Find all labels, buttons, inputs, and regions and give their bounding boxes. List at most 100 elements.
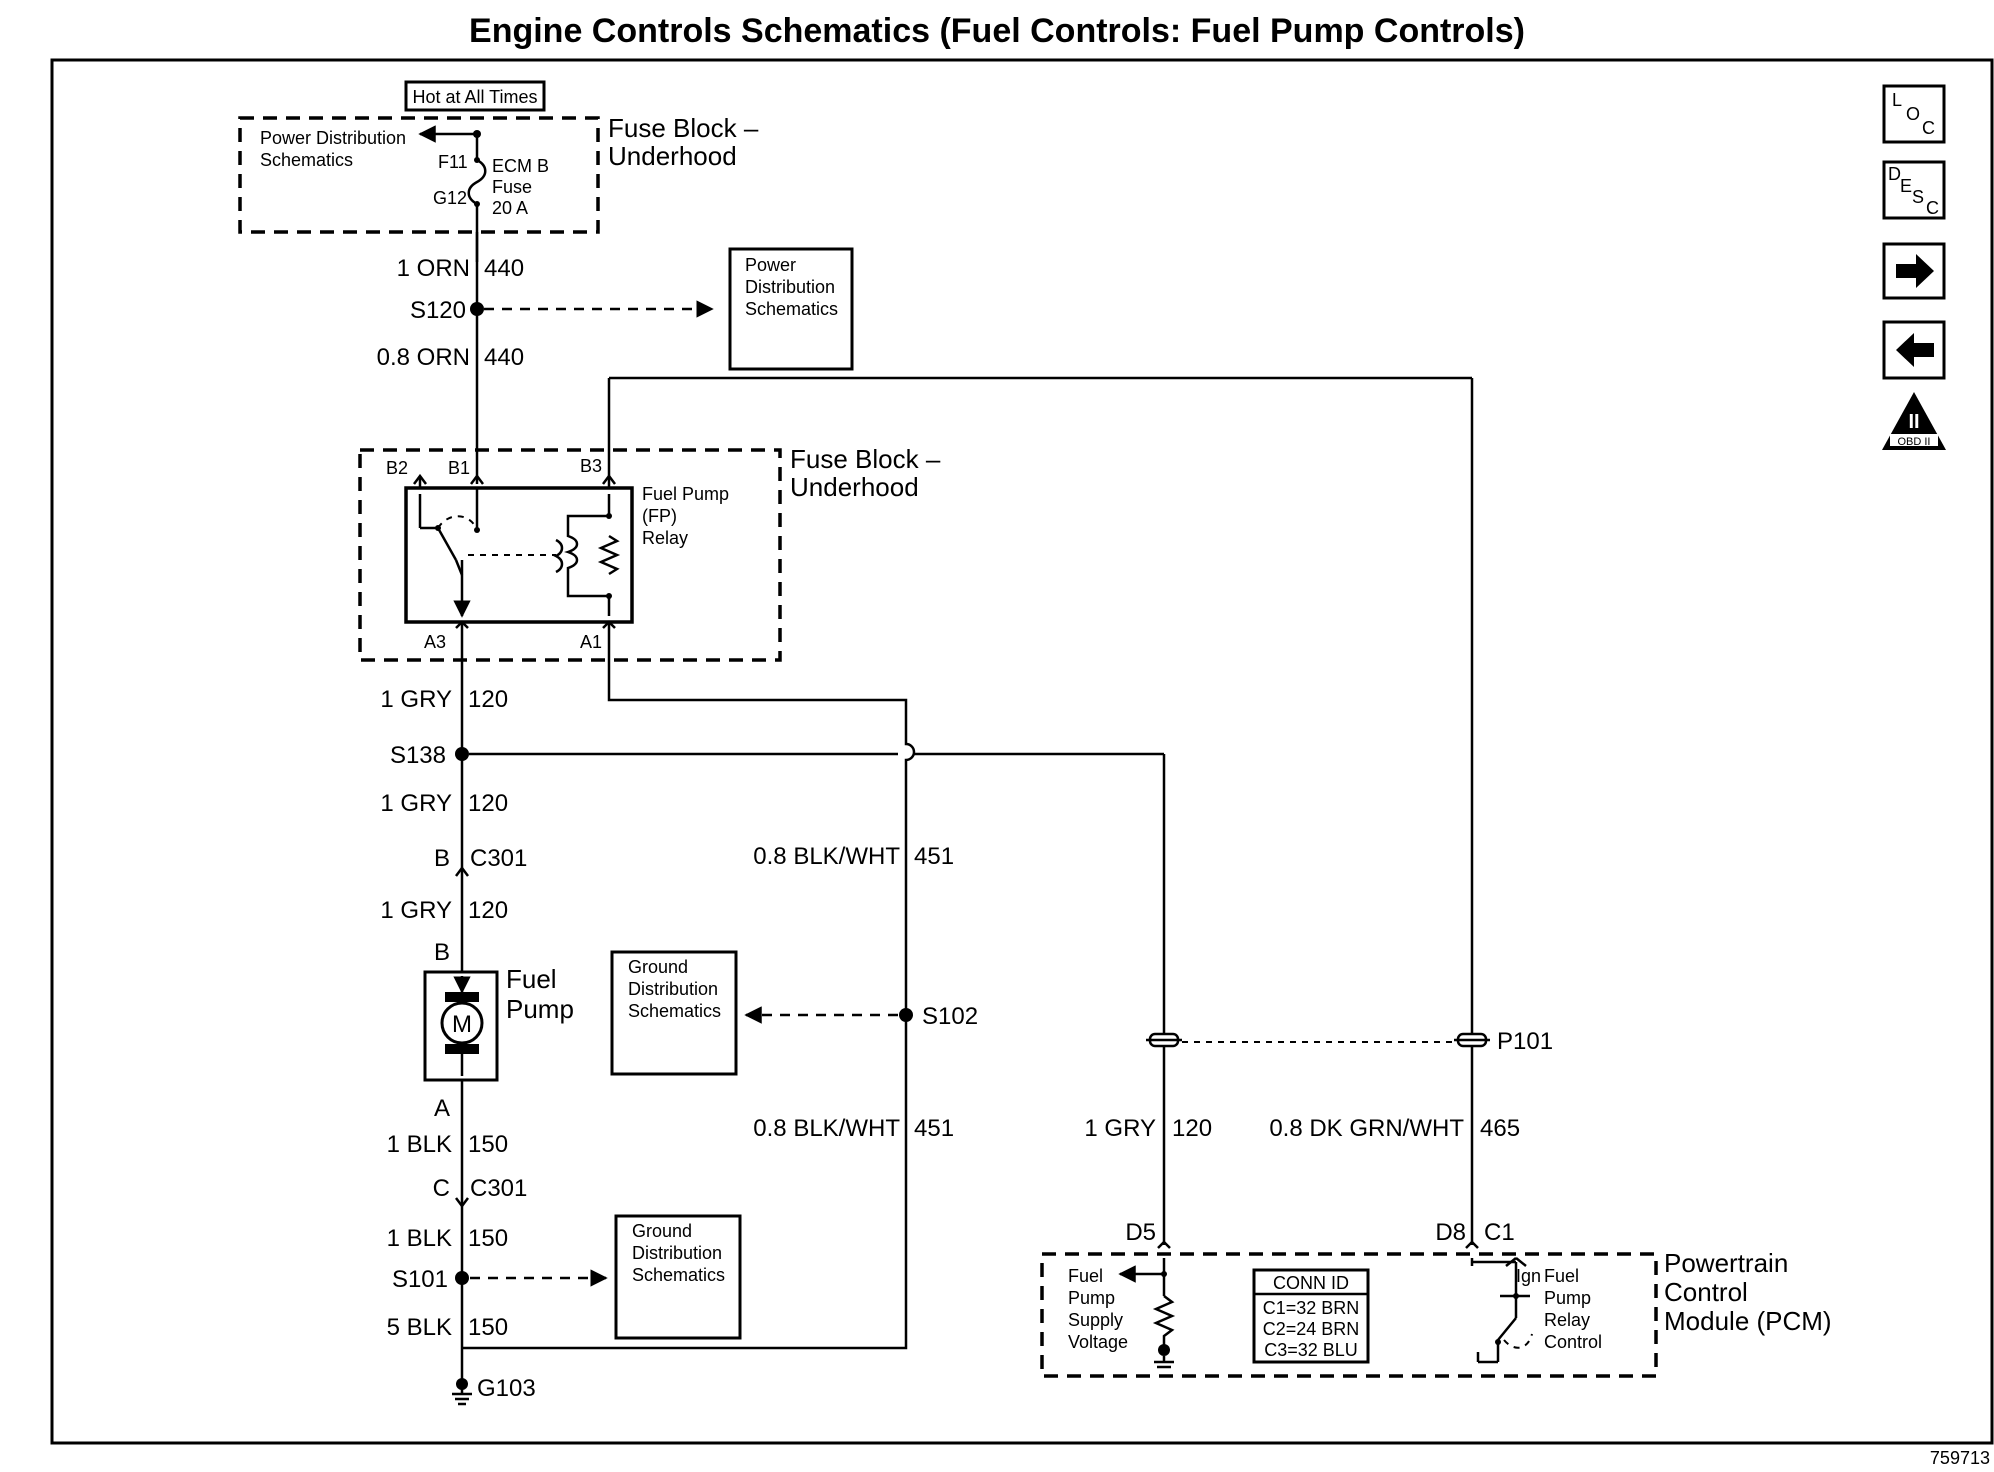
pin-b3: B3 <box>580 456 602 476</box>
pin-b1: B1 <box>448 458 470 478</box>
ground-distribution-box-2[interactable]: Ground Distribution Schematics <box>614 1214 742 1340</box>
fuse-name-line2: Fuse <box>492 177 532 197</box>
connector-c301-a: C301 <box>470 845 527 872</box>
ground-g103-label: G103 <box>477 1375 536 1402</box>
desc-button[interactable]: D E S C <box>1882 160 1946 220</box>
loc-button[interactable]: L O C <box>1882 84 1946 144</box>
desc-letter-d: D <box>1888 164 1901 184</box>
circuit-451-label-a: 451 <box>914 843 954 870</box>
obd-ii-button[interactable]: II OBD II <box>1882 392 1946 450</box>
pcm-supply-label-line3: Supply <box>1068 1310 1123 1330</box>
pcm-label-line3: Module (PCM) <box>1664 1306 1832 1336</box>
fp-relay-label-line2: (FP) <box>642 506 677 526</box>
fuel-pump-pin-b: B <box>434 939 450 966</box>
pcm-ign-label: Ign <box>1516 1266 1541 1286</box>
power-distribution-ref-line2[interactable]: Schematics <box>260 150 353 170</box>
wire-dkgrnwht-label: 0.8 DK GRN/WHT <box>1269 1115 1464 1142</box>
circuit-150-label-a: 150 <box>468 1131 508 1158</box>
circuit-465-label: 465 <box>1480 1115 1520 1142</box>
document-number: 759713 <box>1930 1448 1990 1468</box>
pcm-pin-c1: C1 <box>1484 1219 1515 1246</box>
connector-c301-b: C301 <box>470 1175 527 1202</box>
motor-symbol-m: M <box>452 1011 472 1038</box>
pds-box-line1: Power <box>745 255 796 275</box>
wire-1-gry-label-a: 1 GRY <box>380 686 452 713</box>
power-distribution-box[interactable]: Power Distribution Schematics <box>728 247 854 371</box>
gds-box1-line1: Ground <box>628 957 688 977</box>
fuse-ecm-b-symbol <box>467 134 487 262</box>
circuit-440-label-b: 440 <box>484 344 524 371</box>
hot-at-all-times-label: Hot at All Times <box>412 87 537 107</box>
loc-letter-c: C <box>1922 118 1935 138</box>
ground-distribution-box-1[interactable]: Ground Distribution Schematics <box>610 950 738 1076</box>
circuit-440-label-a: 440 <box>484 255 524 282</box>
loc-letter-l: L <box>1892 90 1902 110</box>
fuse-block-relay-outline <box>358 448 782 662</box>
fuse-rating: 20 A <box>492 198 528 218</box>
gds-box2-line2: Distribution <box>632 1243 722 1263</box>
splice-s102-label: S102 <box>922 1003 978 1030</box>
fuse-block-top-label: Fuse Block – <box>608 113 759 143</box>
fuse-block-relay-label: Fuse Block – <box>790 444 941 474</box>
circuit-120-label-c: 120 <box>468 897 508 924</box>
gds-box2-line1: Ground <box>632 1221 692 1241</box>
desc-letter-s: S <box>1912 187 1924 207</box>
fp-relay-label: Fuel Pump <box>642 484 729 504</box>
wire-blkwht-label-b: 0.8 BLK/WHT <box>753 1115 900 1142</box>
fuse-name: ECM B <box>492 156 549 176</box>
pcm-pin-d8: D8 <box>1435 1219 1466 1246</box>
pin-b2: B2 <box>386 458 408 478</box>
fuse-block-top-label-line2: Underhood <box>608 141 737 171</box>
connector-p101 <box>1146 1032 1490 1048</box>
arrow-right-icon <box>1896 254 1934 288</box>
conn-id-title: CONN ID <box>1273 1273 1349 1293</box>
pds-box-line3: Schematics <box>745 299 838 319</box>
circuit-120-label-b: 120 <box>468 790 508 817</box>
fuel-pump-label: Fuel <box>506 964 557 994</box>
circuit-150-label-c: 150 <box>468 1314 508 1341</box>
desc-letter-c: C <box>1926 198 1939 218</box>
loc-letter-o: O <box>1906 104 1920 124</box>
wire-5-blk-label: 5 BLK <box>387 1314 452 1341</box>
gds-box1-line2: Distribution <box>628 979 718 999</box>
ground-g103-symbol <box>452 1378 472 1406</box>
wire-1-gry-label-c: 1 GRY <box>380 897 452 924</box>
next-page-button[interactable] <box>1882 242 1946 300</box>
splice-s102 <box>899 1008 913 1022</box>
splice-s138 <box>455 747 469 761</box>
pcm-ctrl-label-line4: Control <box>1544 1332 1602 1352</box>
connector-pin-c: C <box>433 1175 450 1202</box>
pin-a3: A3 <box>424 632 446 652</box>
wire-1-blk-label-b: 1 BLK <box>387 1225 452 1252</box>
arrow-left-icon <box>1896 333 1934 367</box>
connector-id-table: CONN ID C1=32 BRN C2=24 BRN C3=32 BLU <box>1252 1268 1370 1364</box>
splice-s120 <box>470 302 484 316</box>
conn-id-c2: C2=24 BRN <box>1263 1319 1360 1339</box>
conn-id-c1: C1=32 BRN <box>1263 1298 1360 1318</box>
pcm-ctrl-label: Fuel <box>1544 1266 1579 1286</box>
page-title: Engine Controls Schematics (Fuel Control… <box>469 12 1525 50</box>
splice-s138-label: S138 <box>390 742 446 769</box>
power-distribution-ref[interactable]: Power Distribution <box>260 128 406 148</box>
pcm-supply-label-line4: Voltage <box>1068 1332 1128 1352</box>
pcm-ctrl-label-line3: Relay <box>1544 1310 1590 1330</box>
pcm-ctrl-label-line2: Pump <box>1544 1288 1591 1308</box>
gds-box2-line3: Schematics <box>632 1265 725 1285</box>
previous-page-button[interactable] <box>1882 320 1946 380</box>
wire-1-gry-label-d: 1 GRY <box>1084 1115 1156 1142</box>
hot-at-all-times-tag: Hot at All Times <box>404 80 546 112</box>
desc-letter-e: E <box>1900 176 1912 196</box>
diagram-frame <box>50 58 1994 1445</box>
pcm-supply-label: Fuel <box>1068 1266 1103 1286</box>
fuse-pin-f11: F11 <box>438 152 468 172</box>
circuit-120-label-d: 120 <box>1172 1115 1212 1142</box>
fuel-pump-motor: M <box>423 970 499 1082</box>
wire-blkwht-label-a: 0.8 BLK/WHT <box>753 843 900 870</box>
fuse-block-relay-label-line2: Underhood <box>790 472 919 502</box>
connector-pin-b: B <box>434 845 450 872</box>
fuel-pump-label-line2: Pump <box>506 994 574 1024</box>
fuel-pump-relay <box>404 376 1472 624</box>
wire-1-blk-label-a: 1 BLK <box>387 1131 452 1158</box>
pcm-supply-voltage-circuit <box>1118 1258 1176 1369</box>
